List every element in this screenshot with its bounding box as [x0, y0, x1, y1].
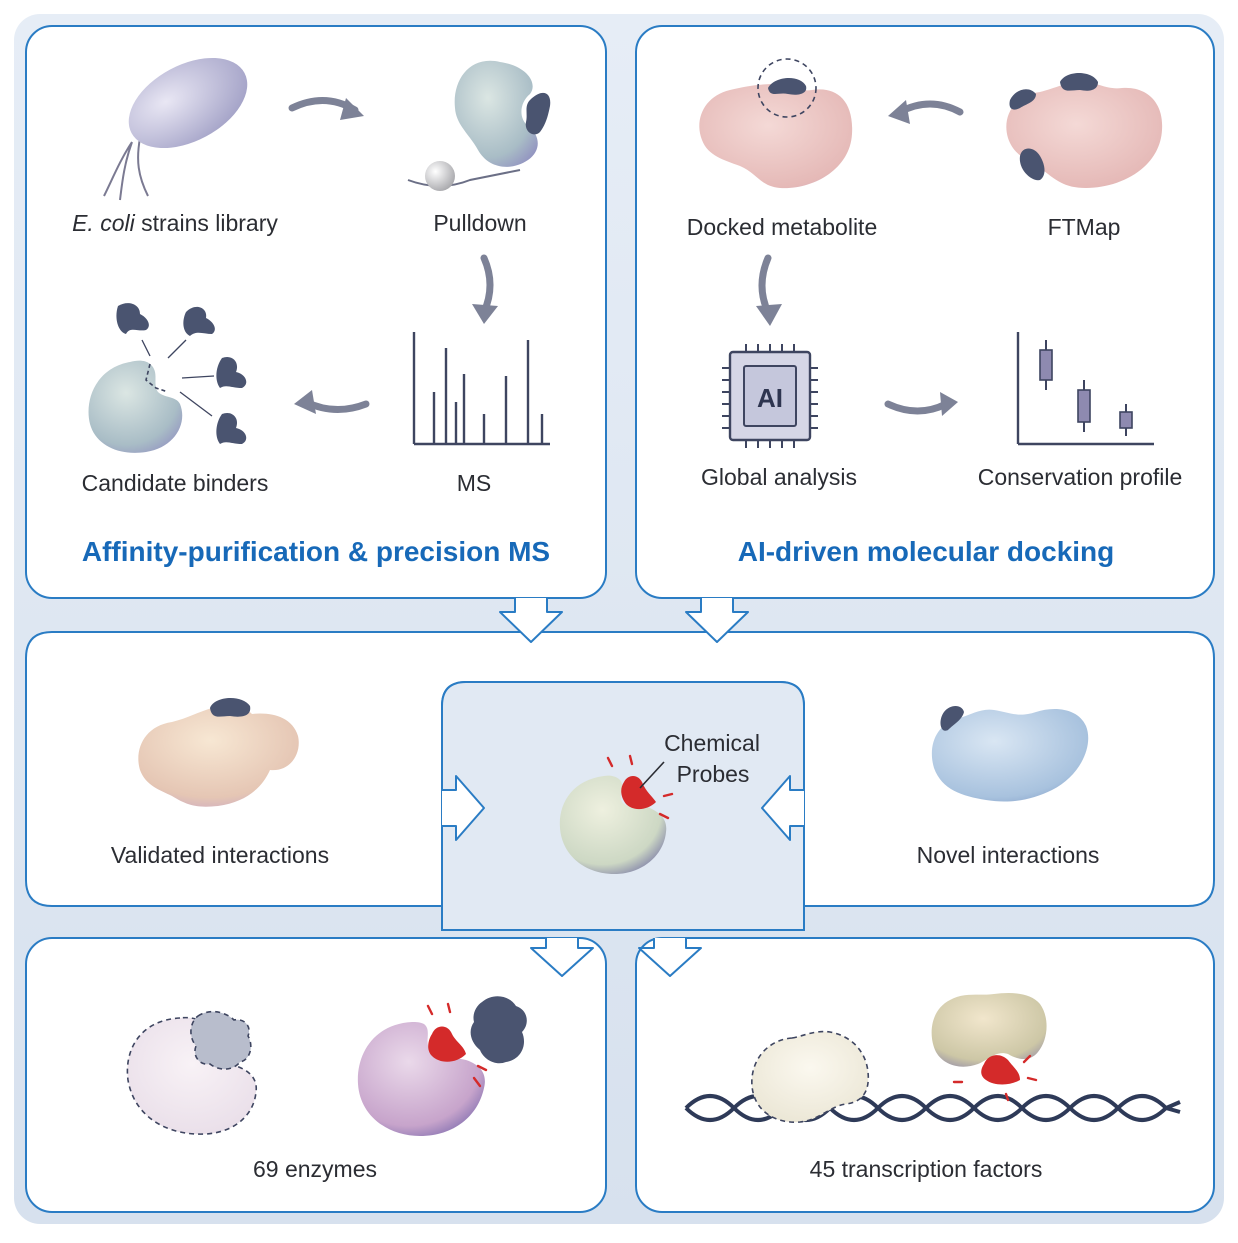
arrow-head — [940, 392, 958, 416]
tf-inactive-icon — [751, 1030, 870, 1123]
label-novel-interactions: Novel interactions — [916, 842, 1100, 868]
strains-rest: strains library — [134, 210, 278, 236]
label-ms: MS — [456, 470, 492, 496]
tf-panel — [635, 937, 1215, 1213]
down-arrow-right-top — [685, 598, 749, 643]
label-ftmap: FTMap — [1047, 214, 1121, 240]
label-conservation-profile: Conservation profile — [977, 464, 1183, 490]
strains-italic: E. coli — [72, 210, 135, 236]
down-arrow-enzymes — [530, 938, 594, 977]
docking-panel-title: AI-driven molecular docking — [737, 536, 1115, 567]
down-arrow-left-top — [499, 598, 563, 643]
enzyme-probe-icon — [357, 996, 527, 1136]
enzyme-inactive-icon — [126, 1010, 258, 1135]
left-arrow-into-probes — [761, 775, 804, 841]
label-chemical: Chemical — [664, 730, 760, 756]
label-pulldown: Pulldown — [433, 210, 527, 236]
down-arrow-tf — [638, 938, 702, 977]
bacterium-icon — [103, 57, 248, 201]
chemical-probe-protein-icon — [559, 754, 674, 874]
ms-spectrum-icon — [412, 332, 550, 446]
affinity-panel — [25, 25, 607, 599]
pulldown-protein-icon — [407, 60, 551, 191]
label-probes: Probes — [676, 761, 750, 787]
tf-probe-icon — [931, 993, 1047, 1102]
novel-protein-icon — [931, 706, 1089, 802]
label-global-analysis: Global analysis — [701, 464, 857, 490]
label-45-transcription-factors: 45 transcription factors — [809, 1156, 1043, 1182]
conservation-profile-icon — [1016, 332, 1154, 446]
label-candidate-binders: Candidate binders — [81, 470, 269, 496]
affinity-panel-title: Affinity-purification & precision MS — [81, 536, 551, 567]
candidate-binders-icon — [88, 303, 247, 453]
label-docked-metabolite: Docked metabolite — [686, 214, 878, 240]
arrow-head — [888, 100, 910, 124]
validated-protein-icon — [138, 697, 299, 807]
label-69-enzymes: 69 enzymes — [252, 1156, 377, 1182]
arrow-head — [340, 98, 364, 120]
ai-chip-icon: AI — [722, 344, 818, 448]
arrow-head — [294, 390, 316, 414]
ai-chip-label: AI — [757, 383, 783, 413]
right-arrow-into-probes — [442, 775, 485, 841]
docked-protein-icon — [699, 58, 853, 189]
arrow-head — [756, 304, 782, 326]
ftmap-protein-icon — [1006, 73, 1163, 188]
arrow-head — [472, 304, 498, 324]
label-validated-interactions: Validated interactions — [110, 842, 330, 868]
label-strains-library: E. coli strains library — [50, 210, 300, 237]
enzymes-panel — [25, 937, 607, 1213]
